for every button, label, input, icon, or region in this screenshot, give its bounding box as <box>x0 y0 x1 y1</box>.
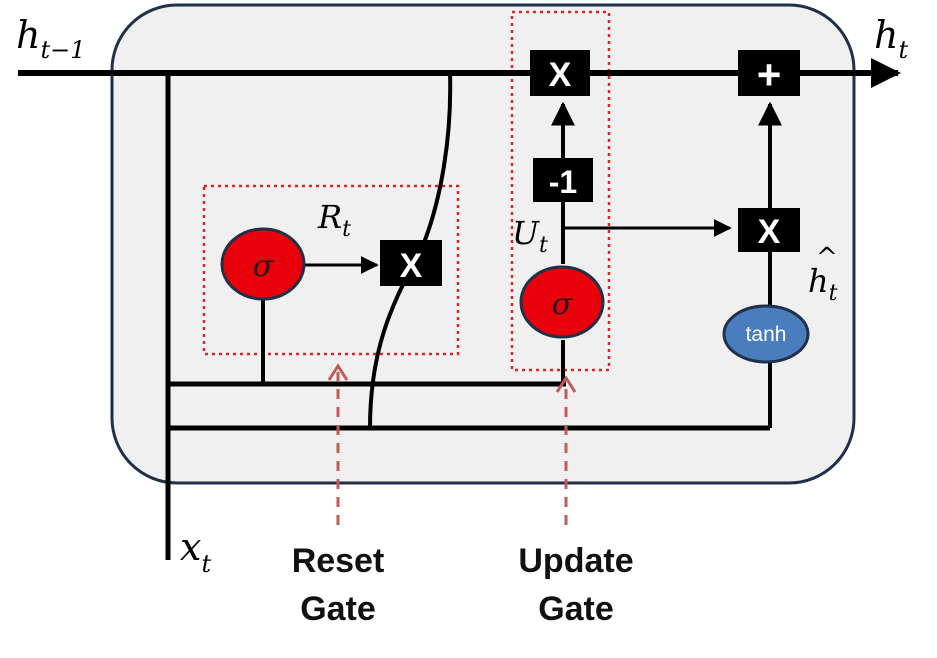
candidate-label: ht <box>808 262 838 306</box>
update-multiply-symbol: X <box>549 56 572 94</box>
update-sigma-node <box>519 265 605 339</box>
tanh-node <box>722 304 810 364</box>
reset-gate-caption-line1: Reset <box>292 542 385 580</box>
reset-gate-caption-line2: Gate <box>300 590 376 628</box>
candidate-multiply-symbol: X <box>758 213 781 251</box>
h-prev-label: ht−1 <box>16 13 86 64</box>
x-in-label: xt <box>180 525 211 578</box>
update-sigma-symbol: σ <box>552 287 574 322</box>
reset-sigma-node <box>220 227 306 301</box>
minus-one-box <box>533 158 593 202</box>
update-multiply-box <box>530 50 590 96</box>
update-signal-label: Ut <box>512 214 548 258</box>
update-gate-caption-line2: Gate <box>538 590 614 628</box>
candidate-hat: ^ <box>816 243 838 273</box>
h-out-label: ht <box>874 13 908 64</box>
reset-sigma-symbol: σ <box>253 249 275 284</box>
reset-multiply-symbol: X <box>400 247 423 285</box>
minus-one-symbol: -1 <box>549 164 577 200</box>
reset-multiply-box <box>380 240 442 286</box>
reset-pointer-head <box>327 363 349 381</box>
tanh-label: tanh <box>746 323 787 346</box>
candidate-multiply-box <box>738 208 800 252</box>
reset-gate-region <box>202 184 460 356</box>
add-box <box>738 50 800 96</box>
update-pointer-head <box>555 375 577 393</box>
add-symbol: + <box>757 51 782 98</box>
reset-signal-label: Rt <box>317 198 351 242</box>
update-gate-caption-line1: Update <box>518 542 633 580</box>
cell-box <box>110 3 856 485</box>
update-gate-region <box>510 10 611 372</box>
